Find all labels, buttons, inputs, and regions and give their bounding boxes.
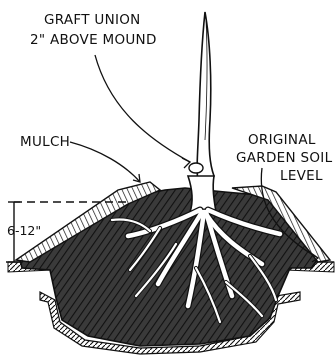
original-label-line1: ORIGINAL [248, 132, 316, 148]
original-label-line2: GARDEN SOIL [236, 150, 333, 166]
graft-union-label-line1: GRAFT UNION [44, 12, 141, 28]
graft-union [189, 163, 203, 173]
graft-union-label-line2: 2" ABOVE MOUND [30, 32, 157, 48]
tree-trunk [188, 12, 216, 212]
original-label-line3: LEVEL [280, 168, 323, 184]
depth-label: 6-12" [7, 223, 41, 238]
mulch-label: MULCH [20, 134, 70, 150]
